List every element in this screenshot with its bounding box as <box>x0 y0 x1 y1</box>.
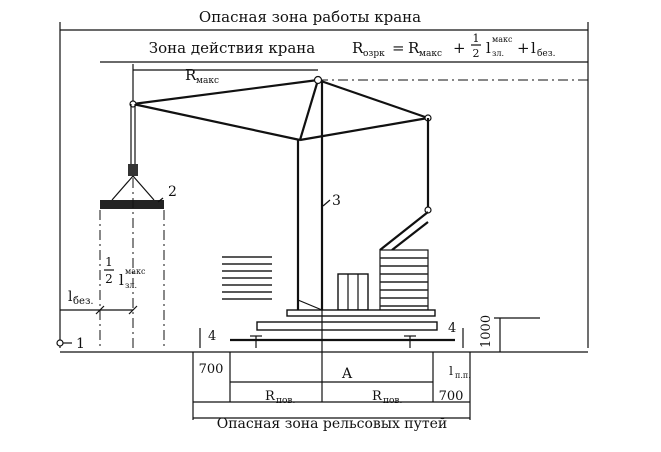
formula-rmax: R <box>408 39 420 57</box>
l-pp-sub: п.п. <box>455 371 471 380</box>
formula-l-sub: зл. <box>492 49 504 58</box>
jib-upper-chord <box>132 78 319 106</box>
danger-zone-title: Опасная зона работы крана <box>199 8 421 26</box>
r-pov-left-sub: пов. <box>276 396 295 406</box>
l-pp: l <box>449 364 453 378</box>
hook-block <box>128 164 138 176</box>
formula-l2-sub: без. <box>537 48 556 59</box>
crane-base <box>230 309 455 348</box>
sling-right <box>132 175 155 201</box>
mast-brace <box>297 299 323 311</box>
action-zone-title: Зона действия крана <box>149 39 315 57</box>
point-1-marker <box>56 339 64 347</box>
label-2: 2 <box>168 184 177 200</box>
jib-lower-chord <box>132 102 301 142</box>
r-pov-right: R <box>372 389 383 404</box>
left-material-stack <box>222 256 272 300</box>
rmax-label-sub: макс <box>196 76 219 86</box>
half-den: 2 <box>105 272 113 286</box>
r-pov-left: R <box>265 389 276 404</box>
formula-l-sup: макс <box>492 35 513 44</box>
r-pov-right-sub: пов. <box>383 396 402 406</box>
formula-lhs-sub: озрк <box>363 49 385 59</box>
dim-700-left: 700 <box>199 362 224 377</box>
counter-jib-upper <box>317 78 429 120</box>
formula-frac-num: 1 <box>473 32 480 45</box>
formula-plus: + <box>453 39 466 57</box>
label-3: 3 <box>332 193 341 209</box>
jib-pivot-top <box>313 75 323 85</box>
bottom-danger-title: Опасная зона рельсовых путей <box>217 416 447 432</box>
l-bez: l <box>68 289 73 305</box>
hook-assembly <box>111 104 155 201</box>
counter-jib-lower <box>299 116 429 142</box>
left-dim-tick-b <box>128 305 138 315</box>
left-dim-tick-a <box>95 305 105 315</box>
formula-l: l <box>486 39 491 57</box>
half-num: 1 <box>105 255 113 269</box>
counterweight <box>337 273 369 311</box>
dim-700-right: 700 <box>439 389 464 404</box>
label-2-leader <box>157 197 164 203</box>
crane-jib <box>129 75 588 142</box>
label-4-right: 4 <box>448 321 456 336</box>
dim-1000-label: 1000 <box>479 315 494 348</box>
crane-mast <box>296 82 324 311</box>
right-ballast-stack <box>379 211 429 311</box>
half-l-sub: зл. <box>125 281 137 290</box>
load-block <box>100 200 164 209</box>
sling-left <box>111 175 134 201</box>
label-1: 1 <box>76 336 85 352</box>
formula: R озрк = R макс + 1 2 l макс зл. + l без… <box>352 32 556 60</box>
label-a: A <box>341 366 353 382</box>
formula-plus2: + <box>517 39 530 57</box>
l-bez-sub: без. <box>73 296 94 307</box>
label-4-left: 4 <box>208 329 216 344</box>
half-l: l <box>119 271 124 289</box>
formula-rmax-sub: макс <box>419 49 442 59</box>
formula-lhs: R <box>352 39 364 57</box>
formula-eq: = <box>392 39 405 57</box>
label-3-leader <box>322 199 331 207</box>
half-l-sup: макс <box>125 267 146 276</box>
formula-l2: l <box>531 39 536 57</box>
formula-frac-den: 2 <box>473 47 480 60</box>
mast-top-link <box>298 79 320 141</box>
